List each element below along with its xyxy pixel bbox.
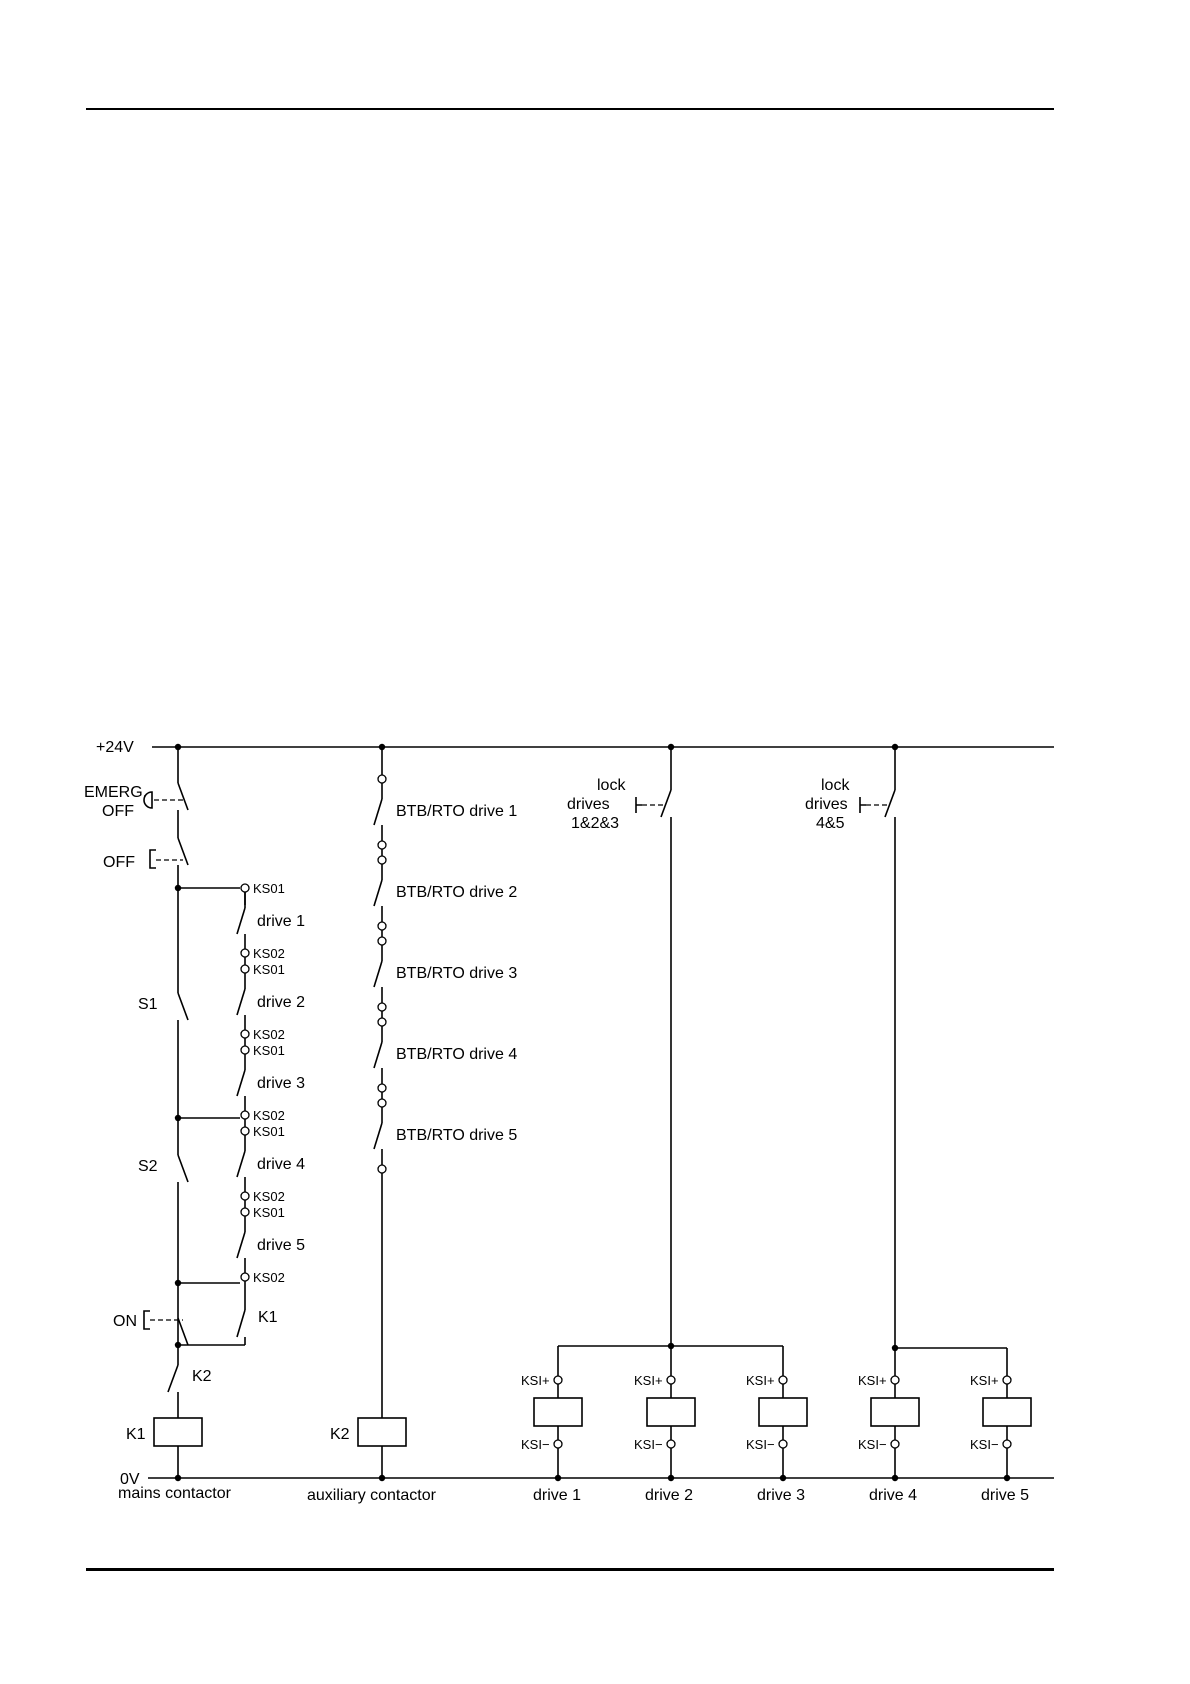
label-drive-1: drive 1 [533,1487,581,1504]
on-label: ON [113,1313,137,1330]
ksi-minus-label: KSI− [634,1437,663,1452]
ksi-minus-label: KSI− [970,1437,999,1452]
ksi-unit-drive-1: KSI+ KSI− [521,1346,583,1478]
label-drive-3: drive 3 [757,1487,805,1504]
ks01-label: KS01 [253,1205,285,1220]
ks01-label: KS01 [253,881,285,896]
btb-contact-4: BTB/RTO drive 4 [373,1017,517,1099]
ks02-label: KS02 [253,946,285,961]
label-drive-5: drive 5 [981,1487,1029,1504]
lock-1-line1: lock [597,777,626,794]
ks01-label: KS01 [253,1043,285,1058]
ks-drive-label: drive 4 [257,1156,305,1173]
s2-label: S2 [138,1158,158,1175]
lock-2-line2: drives [805,796,848,813]
ksi-plus-label: KSI+ [970,1373,999,1388]
label-drive-2: drive 2 [645,1487,693,1504]
push-button-icon [859,797,866,813]
ks02-label: KS02 [253,1270,285,1285]
btb-contact-2: BTB/RTO drive 2 [373,855,517,937]
ksi-plus-label: KSI+ [746,1373,775,1388]
ksi-unit-drive-5: KSI+ KSI− [970,1348,1032,1478]
ksi-plus-label: KSI+ [521,1373,550,1388]
rail-label-0v: 0V [120,1471,140,1488]
ksi-unit-drive-4: KSI+ KSI− [858,1348,920,1478]
ksi-plus-label: KSI+ [634,1373,663,1388]
k2-coil [357,1417,407,1447]
k2-coil-label: K2 [330,1426,350,1443]
btb-label: BTB/RTO drive 2 [396,884,517,901]
ks-contact-2: KS01 drive 2 KS02 [236,962,305,1046]
ks-drive-label: drive 1 [257,913,305,930]
ks-contact-4: KS01 drive 4 KS02 [236,1124,305,1208]
k1-contact-label: K1 [258,1309,278,1326]
ground-rail-0v: 0V [120,1471,1054,1488]
header-rule [86,108,1054,110]
off-label: OFF [103,854,135,871]
lock-2-line1: lock [821,777,850,794]
ksi-relay-5 [982,1397,1032,1427]
lock-1-line2: drives [567,796,610,813]
lock-circuit-2: lock drives 4&5 [805,747,896,1348]
mains-contactor-circuit: EMERG. OFF OFF S1 S2 ON [84,747,278,1478]
ksi-unit-drive-3: KSI+ KSI− [746,1346,808,1478]
ks-contact-5: KS01 drive 5 KS02 [236,1205,305,1285]
ksi-distribution: KSI+ KSI− KSI+ KSI− KSI+ KSI− KSI+ KSI− KSI+ KSI− [521,1342,1032,1478]
btb-contact-5: BTB/RTO drive 5 [373,1098,517,1174]
ksi-minus-label: KSI− [746,1437,775,1452]
ks02-label: KS02 [253,1189,285,1204]
ks-drive-label: drive 5 [257,1237,305,1254]
k1-coil [153,1417,203,1447]
btb-label: BTB/RTO drive 4 [396,1046,517,1063]
btb-contact-1: BTB/RTO drive 1 [373,774,517,856]
ksi-relay-4 [870,1397,920,1427]
lock-2-line3: 4&5 [816,815,845,832]
btb-contact-3: BTB/RTO drive 3 [373,936,517,1018]
ksi-minus-label: KSI− [521,1437,550,1452]
footer-rule [86,1568,1054,1571]
btb-label: BTB/RTO drive 1 [396,803,517,820]
ks-contact-3: KS01 drive 3 KS02 [236,1043,305,1127]
ks-drive-label: drive 2 [257,994,305,1011]
emergency-off-label-2: OFF [102,803,134,820]
push-button-icon [149,849,156,869]
s1-label: S1 [138,996,158,1013]
ksi-relay-1 [533,1397,583,1427]
lock-1-line3: 1&2&3 [571,815,619,832]
ksi-minus-label: KSI− [858,1437,887,1452]
ks02-label: KS02 [253,1108,285,1123]
label-mains-contactor: mains contactor [118,1485,232,1502]
lock-circuit-1: lock drives 1&2&3 [567,747,672,1346]
ks-contact-1: KS01 drive 1 KS02 [236,881,305,965]
ks01-label: KS01 [253,1124,285,1139]
auxiliary-contactor-circuit: BTB/RTO drive 1 BTB/RTO drive 2 BTB/RTO dr… [330,747,517,1478]
ks-drive-label: drive 3 [257,1075,305,1092]
k1-coil-label: K1 [126,1426,146,1443]
push-button-icon [143,1310,150,1330]
k2-contact-label: K2 [192,1368,212,1385]
supply-rail-24v: +24V [96,739,1054,756]
ksi-unit-drive-2: KSI+ KSI− [634,1346,696,1478]
ksi-relay-2 [646,1397,696,1427]
mushroom-button-icon [143,791,153,809]
bottom-labels: mains contactor auxiliary contactor driv… [118,1485,1029,1504]
btb-label: BTB/RTO drive 5 [396,1127,517,1144]
push-button-icon [635,797,642,813]
ksi-plus-label: KSI+ [858,1373,887,1388]
ksi-relay-3 [758,1397,808,1427]
btb-label: BTB/RTO drive 3 [396,965,517,982]
ks02-label: KS02 [253,1027,285,1042]
label-drive-4: drive 4 [869,1487,917,1504]
emergency-off-label-1: EMERG. [84,784,147,801]
rail-label-24v: +24V [96,739,134,756]
ks01-label: KS01 [253,962,285,977]
label-auxiliary-contactor: auxiliary contactor [307,1487,437,1504]
